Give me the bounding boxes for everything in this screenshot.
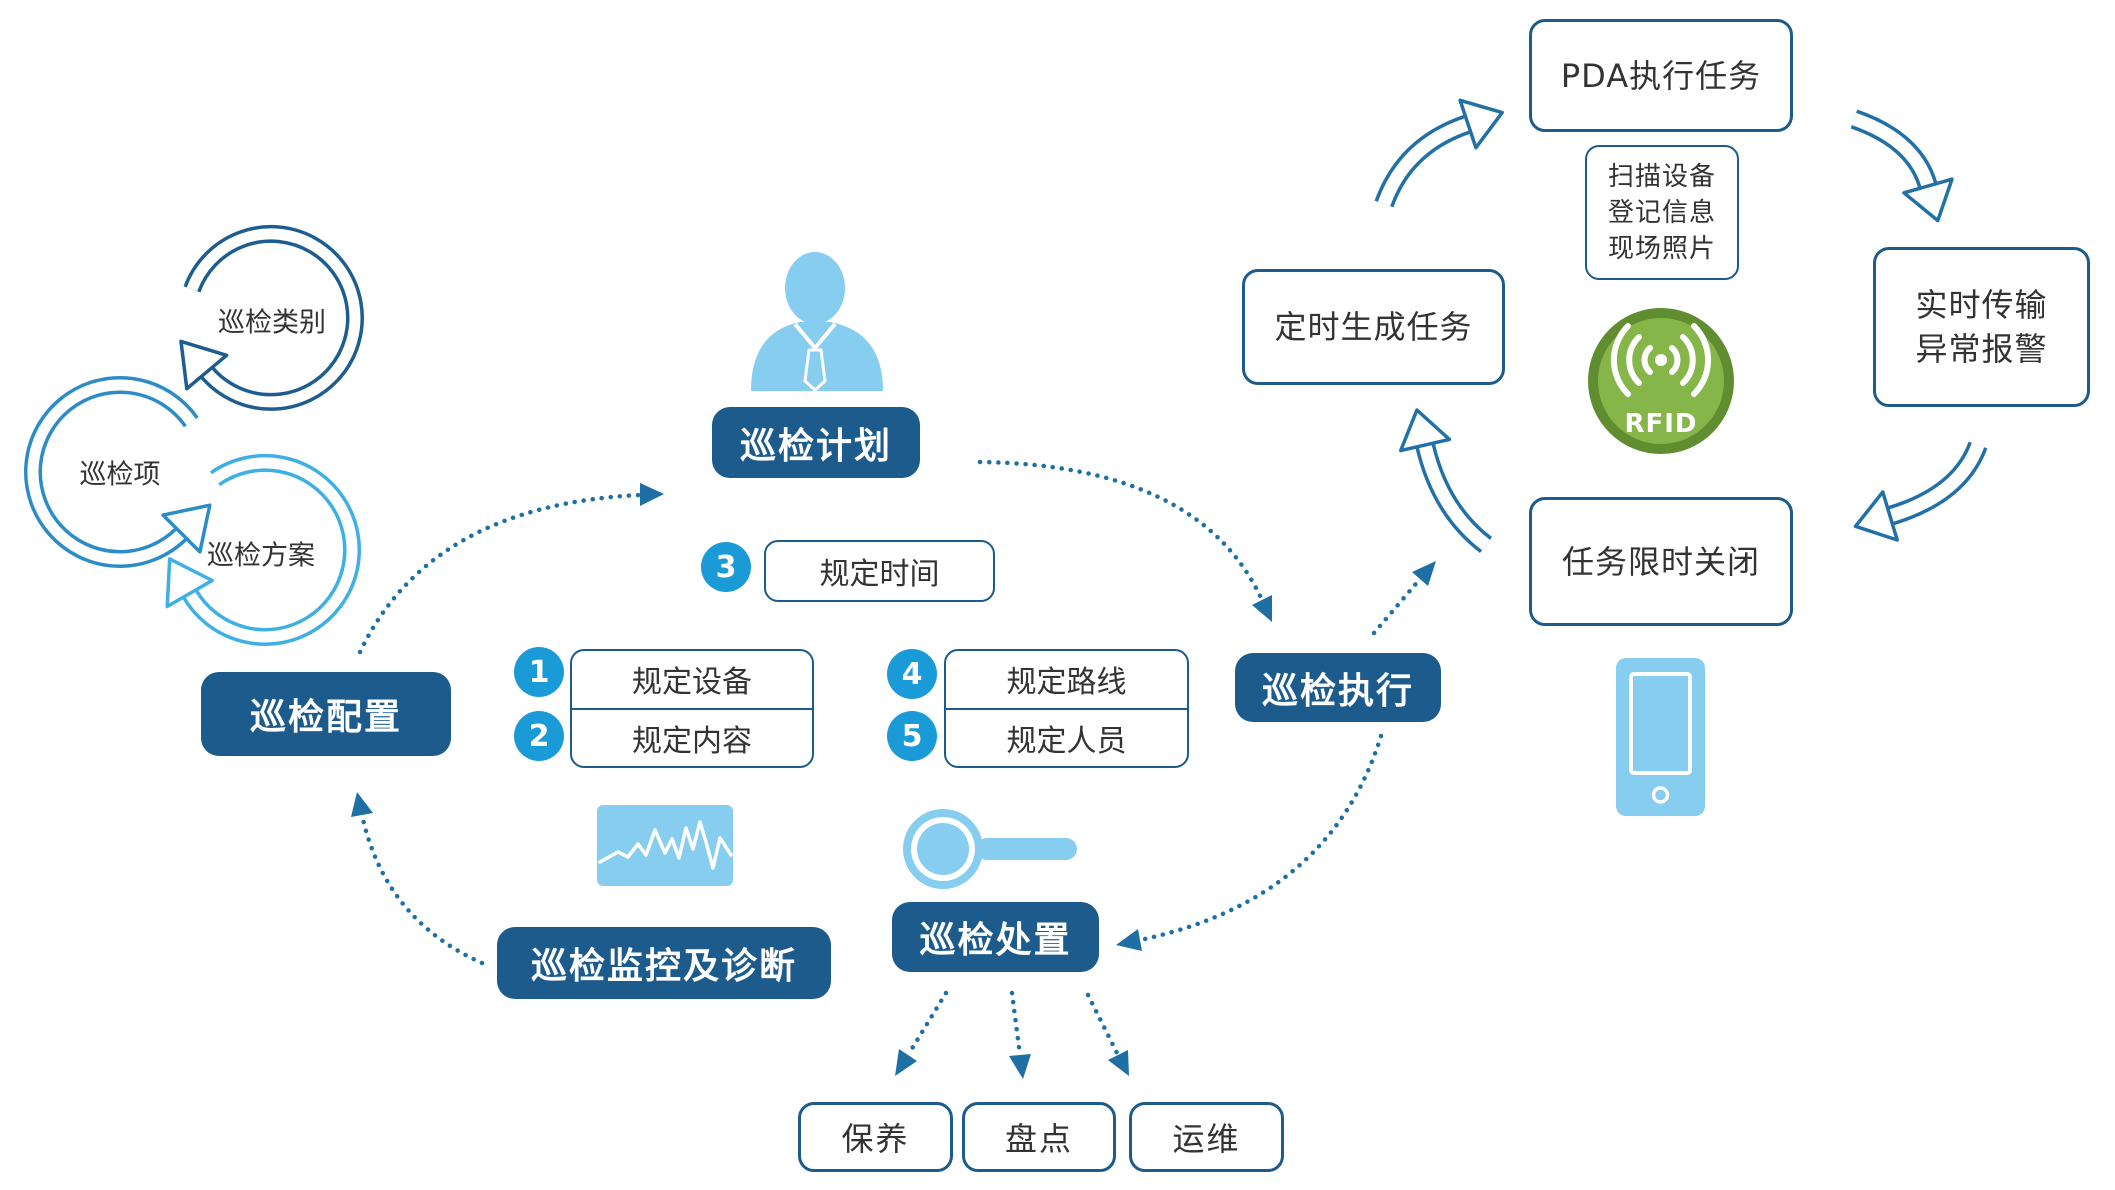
scheme-circular-arrow-icon [165,453,361,646]
dotted-arrow-dispose-to-maintenance [895,990,949,1076]
execute-node: 巡检执行 [1235,653,1441,722]
rules-box-device-content: 规定设备 规定内容 [570,649,814,768]
rules-box-route-staff: 规定路线 规定人员 [944,649,1189,768]
action-maintenance: 保养 [798,1102,953,1172]
plan-node: 巡检计划 [712,407,920,478]
magnifier-icon [903,809,1077,889]
rule-time: 规定时间 [764,540,995,602]
rule-route: 规定路线 [1006,665,1127,701]
rule-device: 规定设备 [632,665,752,701]
dotted-arrow-plan-to-execute [977,459,1272,622]
line-chart-icon [597,805,733,886]
monitor-node: 巡检监控及诊断 [497,927,831,999]
transmit-line: 实时传输 [1915,286,2048,324]
dotted-arrow-dispose-to-operations [1085,992,1129,1076]
action-operations: 运维 [1129,1102,1284,1172]
rule-number-badge-4: 4 [887,649,937,699]
config-item-item: 巡检项 [79,459,161,491]
pda-step-scan: 扫描设备 [1607,161,1716,192]
curved-arrow-icon-create-to-pda [1374,98,1504,208]
config-item-category: 巡检类别 [218,307,326,339]
rule-number-badge-2: 2 [514,711,564,761]
rule-staff: 规定人员 [946,707,1187,767]
curved-arrow-icon-close-to-create [1398,408,1493,553]
rule-number-badge-5: 5 [887,711,937,761]
alarm-line: 异常报警 [1915,330,2048,368]
timed-create-box: 定时生成任务 [1242,269,1505,385]
pda-task-box: PDA执行任务 [1529,19,1793,132]
dotted-arrow-config-to-plan [357,483,664,655]
dotted-arrow-monitor-to-config [351,792,485,966]
config-item-scheme: 巡检方案 [207,540,315,572]
transmit-alarm-box: 实时传输 异常报警 [1873,247,2090,407]
pda-steps-box: 扫描设备 登记信息 现场照片 [1585,145,1739,280]
pda-step-photo: 现场照片 [1607,233,1716,264]
rfid-label: RFID [1624,409,1697,439]
dotted-arrow-dispose-to-inventory [1009,990,1031,1079]
mobile-phone-icon [1616,658,1705,816]
pda-step-register: 登记信息 [1607,197,1716,228]
dotted-arrow-execute-to-dispose [1116,733,1384,951]
config-cycle-arrows [24,224,364,646]
category-circular-arrow-icon [179,224,364,411]
rule-number-badge-1: 1 [514,647,564,697]
rfid-icon: RFID [1588,308,1734,454]
rule-number-badge-3: 3 [701,542,751,592]
timed-close-box: 任务限时关闭 [1529,497,1793,626]
curved-arrow-icon-pda-to-transmit [1850,109,1954,223]
action-inventory: 盘点 [962,1102,1116,1172]
item-circular-arrow-icon [24,375,212,568]
dotted-arrow-execute-to-flow [1371,561,1436,636]
rule-content: 规定内容 [572,707,812,767]
curved-arrow-icon-transmit-to-close [1853,441,1988,542]
config-node: 巡检配置 [201,672,451,756]
person-icon [751,252,883,392]
dispose-node: 巡检处置 [892,902,1099,972]
